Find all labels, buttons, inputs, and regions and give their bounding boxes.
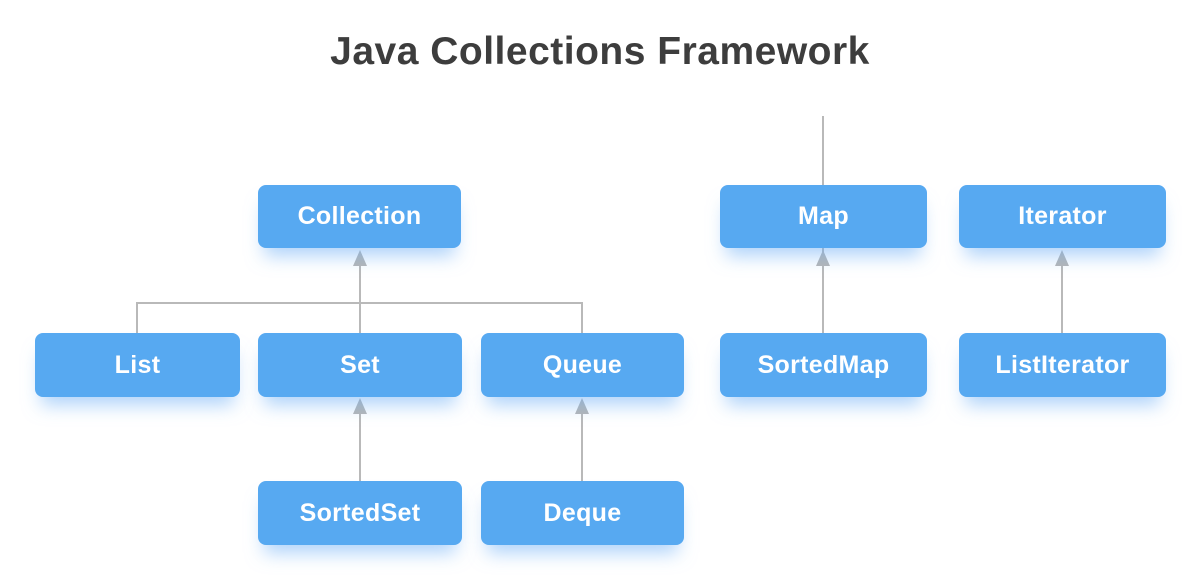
node-deque: Deque [481, 481, 684, 545]
diagram-title: Java Collections Framework [330, 30, 870, 73]
node-collection: Collection [258, 185, 461, 248]
node-set: Set [258, 333, 462, 397]
node-set-label: Set [340, 350, 380, 379]
node-sortedset: SortedSet [258, 481, 462, 545]
arrowhead-collection [353, 250, 367, 266]
arrowhead-set [353, 398, 367, 414]
arrowhead-iterator [1055, 250, 1069, 266]
node-iterator-label: Iterator [1018, 202, 1107, 230]
node-listiterator-label: ListIterator [995, 350, 1130, 379]
node-sortedmap: SortedMap [720, 333, 927, 397]
node-map-label: Map [798, 202, 849, 230]
node-map: Map [720, 185, 927, 248]
arrowhead-map [816, 250, 830, 266]
node-list: List [35, 333, 240, 397]
node-sortedset-label: SortedSet [299, 498, 421, 527]
node-collection-label: Collection [297, 202, 422, 230]
node-queue: Queue [481, 333, 684, 397]
node-queue-label: Queue [542, 350, 623, 379]
node-sortedmap-label: SortedMap [757, 350, 890, 379]
node-iterator: Iterator [959, 185, 1166, 248]
arrowhead-queue [575, 398, 589, 414]
node-deque-label: Deque [543, 498, 622, 527]
node-list-label: List [114, 350, 161, 379]
node-listiterator: ListIterator [959, 333, 1166, 397]
